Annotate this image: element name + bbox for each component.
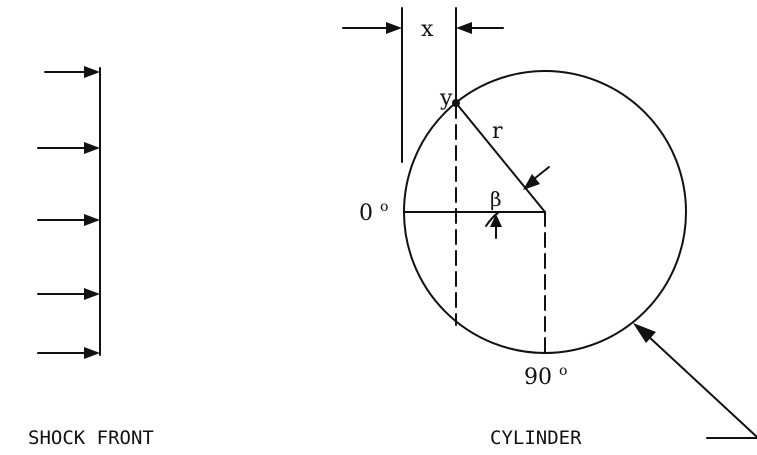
ninety-degree-value: 90 — [524, 365, 552, 390]
point-y-marker — [452, 99, 460, 107]
x-dimension — [342, 7, 504, 163]
angle-and-pointer-arrows — [485, 166, 757, 439]
beta-arrowhead — [490, 214, 502, 227]
ninety-degree-label: 90 o — [524, 363, 567, 390]
incident-arrowhead-2 — [84, 142, 100, 154]
zero-degree-value: 0 — [359, 201, 373, 226]
diagram-labels: x y r β 0 o 90 o SHOCK FRONT CYLINDER — [28, 17, 582, 449]
x-right-arrowhead — [456, 22, 472, 34]
r-label: r — [492, 119, 503, 144]
incident-arrowhead-1 — [84, 66, 100, 78]
cylinder-geometry — [403, 70, 687, 354]
beta-label: β — [490, 187, 502, 211]
zero-degree-label: 0 o — [359, 199, 388, 226]
cylinder-callout-shaft — [647, 335, 757, 438]
incident-arrow-1 — [44, 66, 100, 78]
radius-pointer-arrowhead — [523, 174, 540, 190]
incident-arrowhead-3 — [84, 214, 100, 226]
incident-arrow-2 — [37, 142, 100, 154]
y-label: y — [439, 86, 453, 111]
radius-line — [455, 102, 546, 213]
x-left-arrowhead — [386, 22, 402, 34]
x-label: x — [421, 17, 434, 42]
cylinder-label: CYLINDER — [490, 427, 582, 449]
zero-degree-mark: o — [380, 199, 388, 215]
shock-front-label: SHOCK FRONT — [28, 427, 154, 449]
shock-front — [37, 66, 101, 359]
beta-arc — [485, 211, 500, 227]
incident-arrowhead-5 — [84, 347, 100, 359]
cylinder-callout-arrowhead — [633, 323, 656, 343]
ninety-degree-mark: o — [559, 363, 567, 379]
incident-arrow-4 — [37, 288, 100, 300]
incident-arrowhead-4 — [84, 288, 100, 300]
incident-arrow-3 — [37, 214, 100, 226]
incident-arrow-5 — [37, 347, 100, 359]
